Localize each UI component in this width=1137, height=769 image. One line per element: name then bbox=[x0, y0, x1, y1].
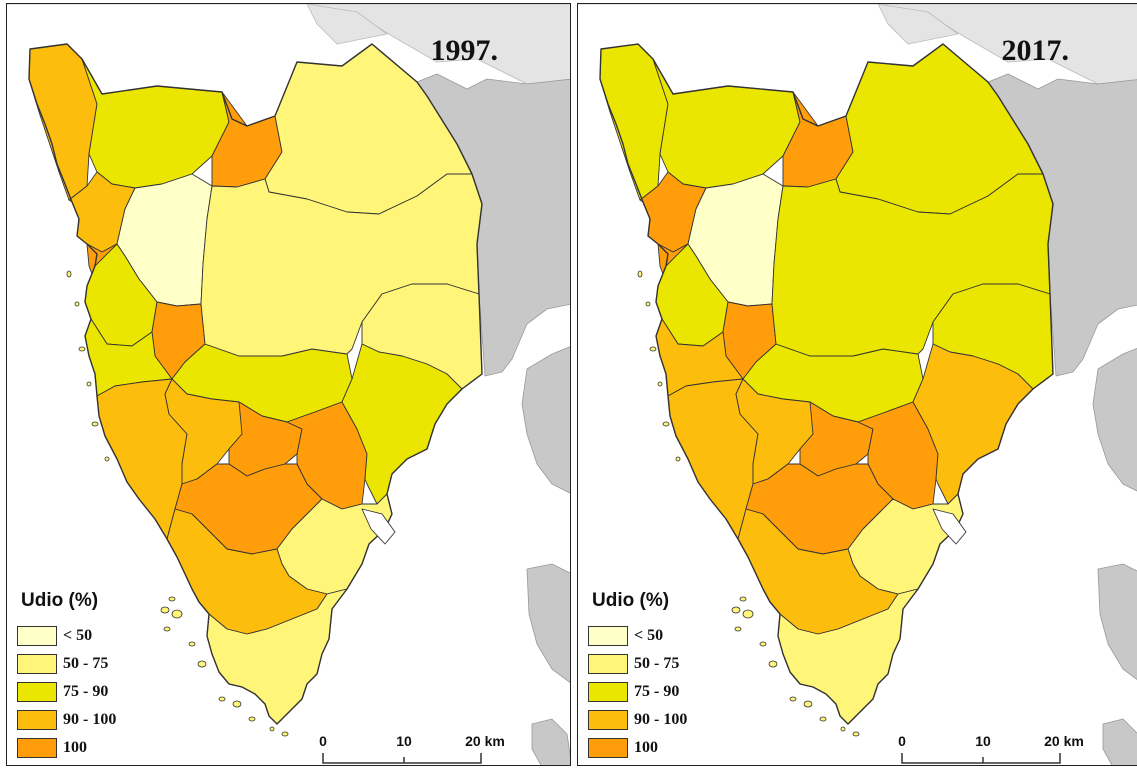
legend-swatch bbox=[588, 626, 628, 646]
island bbox=[66, 270, 72, 278]
scale-bar-line bbox=[901, 753, 1061, 764]
legend-item: 75 - 90 bbox=[588, 678, 687, 706]
map-legend: Udio (%) < 50 50 - 75 75 - 90 90 - 100 1… bbox=[588, 590, 687, 762]
legend-item: 100 bbox=[588, 734, 687, 762]
island bbox=[74, 301, 80, 307]
legend-item: 100 bbox=[17, 734, 116, 762]
scale-bar-line bbox=[322, 753, 482, 764]
legend-swatch bbox=[17, 626, 57, 646]
scale-tick-label: 20 km bbox=[465, 733, 505, 749]
legend-label: < 50 bbox=[63, 627, 93, 644]
legend-label: 90 - 100 bbox=[634, 711, 688, 728]
legend-label: 100 bbox=[634, 739, 658, 756]
island bbox=[759, 641, 767, 647]
legend-item: 50 - 75 bbox=[588, 650, 687, 678]
municipality-region bbox=[81, 58, 230, 189]
island bbox=[78, 346, 86, 352]
island bbox=[819, 716, 827, 722]
map-legend: Udio (%) < 50 50 - 75 75 - 90 90 - 100 1… bbox=[17, 590, 116, 762]
neighbor-land bbox=[526, 563, 570, 683]
distant-land bbox=[877, 4, 959, 45]
island bbox=[104, 456, 110, 462]
neighbor-land bbox=[1092, 347, 1137, 492]
island bbox=[657, 381, 663, 387]
legend-swatch bbox=[588, 710, 628, 730]
choropleth-map-2017 bbox=[578, 4, 1137, 765]
island bbox=[86, 381, 92, 387]
bay-inlet bbox=[361, 508, 396, 545]
scale-bar: 0 10 20 km bbox=[313, 733, 505, 764]
choropleth-map-1997 bbox=[7, 4, 570, 765]
island bbox=[281, 731, 289, 737]
island bbox=[91, 421, 99, 427]
island bbox=[637, 270, 643, 278]
scale-tick-label: 0 bbox=[319, 733, 327, 749]
scale-tick-label: 20 km bbox=[1044, 733, 1084, 749]
legend-swatch bbox=[17, 682, 57, 702]
island bbox=[171, 609, 183, 619]
island bbox=[768, 660, 778, 668]
island bbox=[662, 421, 670, 427]
legend-label: 50 - 75 bbox=[634, 655, 680, 672]
bay-inlet bbox=[932, 508, 967, 545]
island bbox=[168, 596, 176, 602]
map-year-label: 1997. bbox=[430, 34, 499, 67]
neighbor-land bbox=[1097, 563, 1137, 680]
neighbor-land bbox=[1102, 718, 1137, 765]
island bbox=[840, 726, 846, 732]
island bbox=[675, 456, 681, 462]
legend-item: < 50 bbox=[17, 622, 116, 650]
island bbox=[739, 596, 747, 602]
map-panel-2017: 2017. Udio (%) < 50 50 - 75 75 - 90 90 -… bbox=[577, 3, 1137, 766]
peninsula-coastline bbox=[599, 43, 1054, 725]
island bbox=[742, 609, 754, 619]
legend-item: 50 - 75 bbox=[17, 650, 116, 678]
distant-land bbox=[306, 4, 388, 45]
legend-label: 50 - 75 bbox=[63, 655, 109, 672]
legend-swatch bbox=[17, 738, 57, 758]
municipality-region bbox=[652, 58, 801, 189]
scale-tick-label: 10 bbox=[396, 733, 412, 749]
peninsula-coastline bbox=[28, 43, 483, 725]
neighbor-land bbox=[531, 718, 570, 765]
neighbor-land bbox=[521, 346, 570, 494]
legend-swatch bbox=[588, 682, 628, 702]
island bbox=[269, 726, 275, 732]
island bbox=[248, 716, 256, 722]
map-year-label: 2017. bbox=[1001, 34, 1070, 67]
legend-item: 90 - 100 bbox=[588, 706, 687, 734]
island bbox=[232, 700, 242, 708]
island bbox=[734, 626, 742, 632]
legend-title: Udio (%) bbox=[592, 590, 670, 611]
legend-item: 75 - 90 bbox=[17, 678, 116, 706]
legend-item: 90 - 100 bbox=[17, 706, 116, 734]
scale-tick-label: 10 bbox=[975, 733, 991, 749]
legend-label: 75 - 90 bbox=[63, 683, 109, 700]
island bbox=[160, 606, 170, 614]
island bbox=[789, 696, 797, 702]
scale-bar: 0 10 20 km bbox=[892, 733, 1084, 764]
legend-label: 100 bbox=[63, 739, 87, 756]
island bbox=[852, 731, 860, 737]
island bbox=[188, 641, 196, 647]
scale-tick-label: 0 bbox=[898, 733, 906, 749]
legend-title: Udio (%) bbox=[21, 590, 99, 611]
island bbox=[649, 346, 657, 352]
legend-swatch bbox=[17, 710, 57, 730]
legend-swatch bbox=[588, 738, 628, 758]
legend-label: < 50 bbox=[634, 627, 664, 644]
legend-swatch bbox=[588, 654, 628, 674]
legend-item: < 50 bbox=[588, 622, 687, 650]
island bbox=[197, 660, 207, 668]
map-panel-1997: 1997. Udio (%) < 50 50 - 75 75 - 90 90 -… bbox=[6, 3, 571, 766]
island bbox=[218, 696, 226, 702]
island bbox=[163, 626, 171, 632]
legend-swatch bbox=[17, 654, 57, 674]
legend-label: 75 - 90 bbox=[634, 683, 680, 700]
island bbox=[731, 606, 741, 614]
island bbox=[645, 301, 651, 307]
legend-label: 90 - 100 bbox=[63, 711, 117, 728]
island bbox=[803, 700, 813, 708]
